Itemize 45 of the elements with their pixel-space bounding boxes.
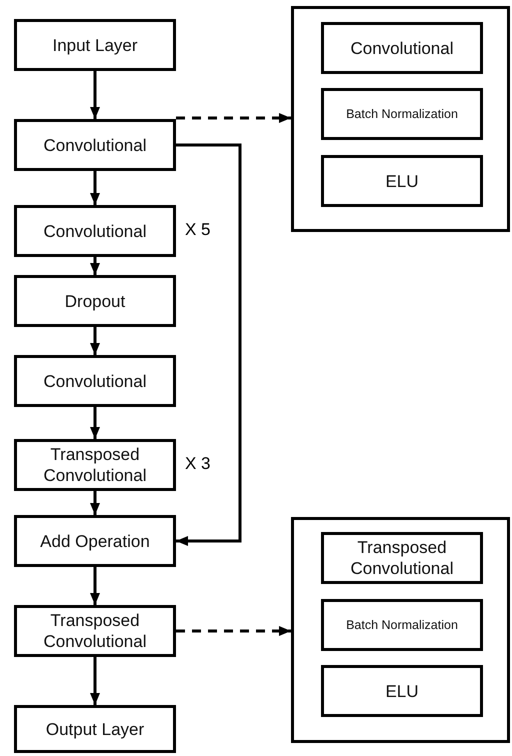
layer-box	[14, 275, 176, 327]
arrow	[90, 71, 100, 119]
dashed-arrow	[176, 113, 291, 123]
layer-label: ELU	[385, 170, 419, 192]
layer-box	[14, 605, 176, 657]
layer-box	[321, 22, 483, 74]
layer-label: Convolutional	[43, 220, 146, 242]
arrow	[90, 657, 100, 705]
layer-box	[14, 515, 176, 567]
layer-box	[321, 665, 483, 717]
layer-box	[14, 205, 176, 257]
layer-label: Batch Normalization	[346, 106, 458, 122]
repeat-label: X 3	[185, 454, 211, 474]
layer-label: Transposed Convolutional	[349, 537, 454, 579]
layer-label: Transposed Convolutional	[42, 610, 148, 652]
layer-label: Convolutional	[43, 134, 146, 156]
layer-label: Output Layer	[46, 718, 144, 740]
layer-box	[14, 705, 176, 753]
layer-box	[14, 119, 176, 171]
arrow	[90, 257, 100, 275]
layer-box	[14, 439, 176, 491]
layer-label: Convolutional	[43, 370, 146, 392]
layer-box	[321, 599, 483, 651]
arrow	[90, 327, 100, 355]
layer-box	[321, 88, 483, 140]
arrow	[176, 144, 242, 546]
container-box	[291, 6, 510, 232]
arrow	[90, 407, 100, 439]
layer-label: Input Layer	[52, 34, 138, 56]
layer-label: Batch Normalization	[346, 616, 458, 634]
container-box	[291, 517, 510, 743]
arrow	[90, 491, 100, 515]
layer-label: Transposed Convolutional	[42, 444, 148, 486]
layer-box	[14, 355, 176, 407]
repeat-label: X 5	[185, 220, 211, 240]
arrow	[90, 567, 100, 605]
layer-box	[321, 155, 483, 207]
layer-box	[14, 19, 176, 71]
layer-label: ELU	[385, 680, 419, 702]
layer-label: Add Operation	[40, 530, 150, 552]
layer-label: Dropout	[64, 290, 126, 312]
layer-box	[321, 532, 483, 584]
dashed-arrow	[176, 626, 291, 636]
arrow	[90, 171, 100, 205]
layer-label: Convolutional	[350, 38, 454, 58]
